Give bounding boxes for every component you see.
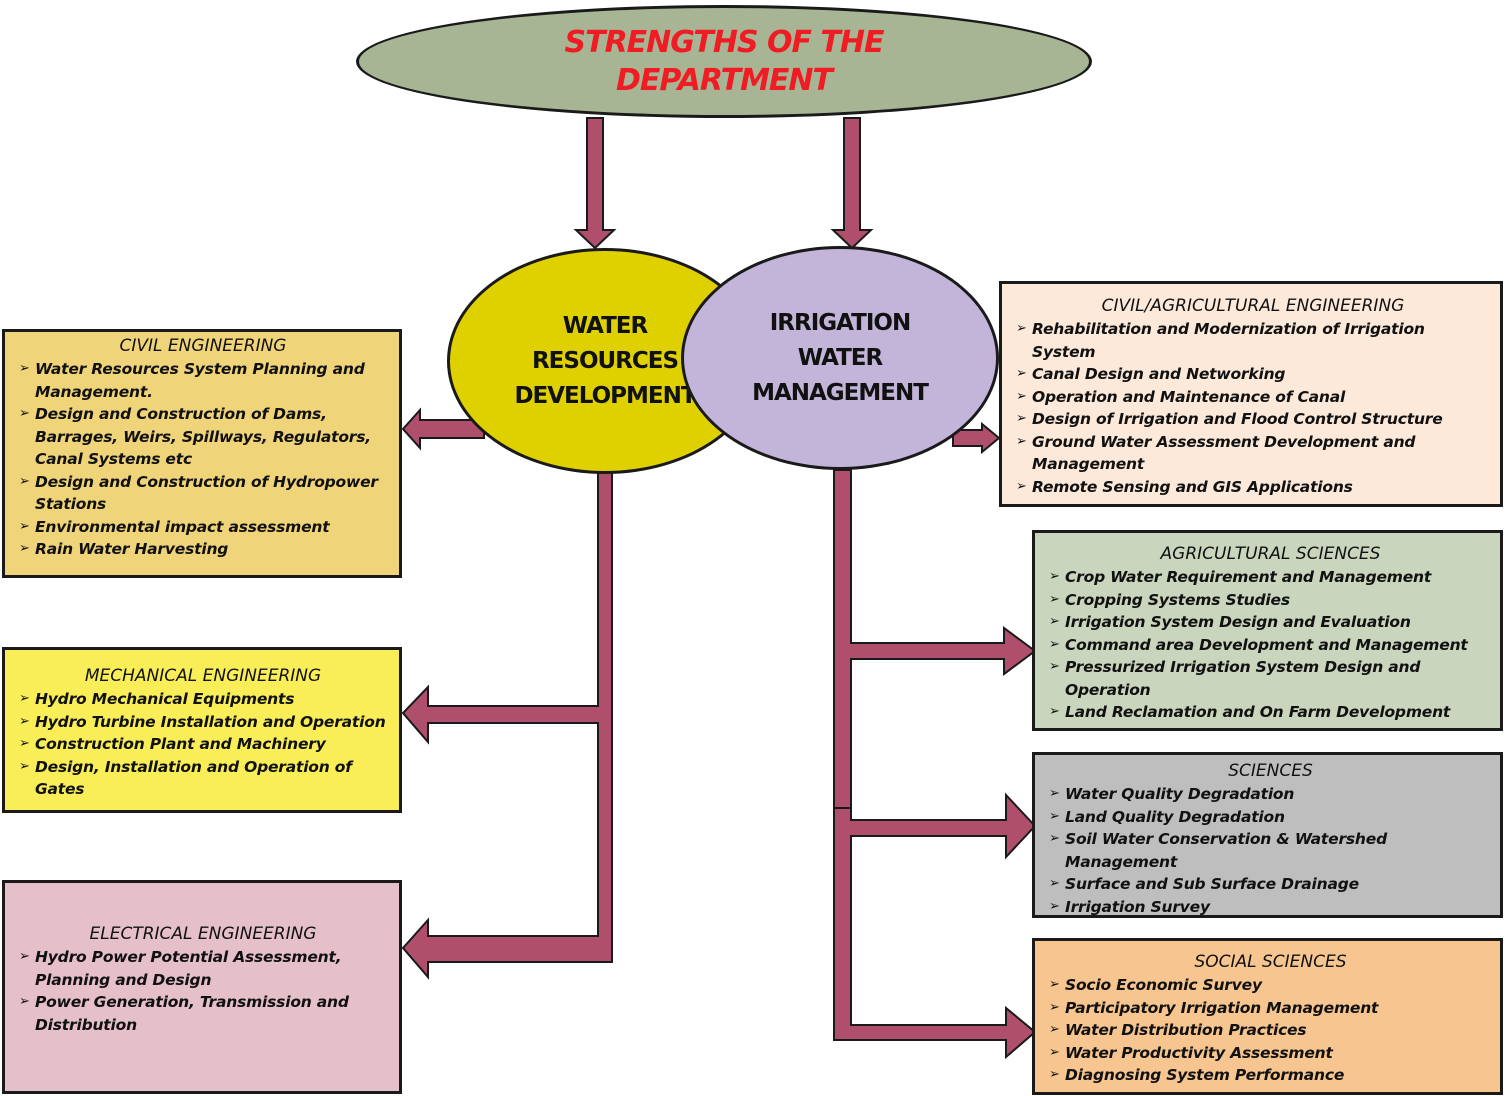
civil-agricultural-engineering-box: CIVIL/AGRICULTURAL ENGINEERING Rehabilit… [999, 281, 1503, 507]
list-item: Pressurized Irrigation System Design and… [1047, 656, 1494, 701]
list-item: Participatory Irrigation Management [1047, 997, 1494, 1020]
list-item: Water Distribution Practices [1047, 1019, 1494, 1042]
list-item: Hydro Turbine Installation and Operation [17, 711, 389, 734]
mechanical-engineering-box: MECHANICAL ENGINEERING Hydro Mechanical … [2, 647, 402, 813]
list-item: Surface and Sub Surface Drainage [1047, 873, 1494, 896]
list-item: Canal Design and Networking [1014, 363, 1492, 386]
box-title: AGRICULTURAL SCIENCES [1160, 544, 1381, 564]
list-item: Hydro Power Potential Assessment, Planni… [17, 946, 389, 991]
list-item: Design and Construction of Hydropower St… [17, 471, 389, 516]
social-sciences-box: SOCIAL SCIENCES Socio Economic Survey Pa… [1032, 938, 1503, 1095]
list-item: Irrigation System Design and Evaluation [1047, 611, 1494, 634]
list-item: Operation and Maintenance of Canal [1014, 386, 1492, 409]
arrow-to-agricultural [833, 469, 1037, 811]
title-line-1: STRENGTHS OF THE [564, 24, 885, 60]
irrigation-water-management-node: IRRIGATION WATER MANAGEMENT [681, 246, 999, 470]
hub-label: IRRIGATION [769, 309, 911, 336]
arrow-title-to-irrigation [830, 117, 874, 250]
hub-label: MANAGEMENT [752, 379, 929, 406]
box-title: CIVIL/AGRICULTURAL ENGINEERING [1101, 296, 1405, 316]
hub-label: DEVELOPMENT [514, 382, 696, 409]
list-item: Environmental impact assessment [17, 516, 389, 539]
box-title: SOCIAL SCIENCES [1194, 952, 1347, 972]
list-item: Land Quality Degradation [1047, 806, 1494, 829]
list-item: Rain Water Harvesting [17, 538, 389, 561]
list-item: Ground Water Assessment Development and … [1014, 431, 1492, 476]
list-item: Water Quality Degradation [1047, 783, 1494, 806]
list-item: Hydro Mechanical Equipments [17, 688, 389, 711]
list-item: Soil Water Conservation & Watershed Mana… [1047, 828, 1494, 873]
hub-label: WATER [797, 344, 883, 371]
list-item: Irrigation Survey [1047, 896, 1494, 919]
box-title: ELECTRICAL ENGINEERING [89, 924, 317, 944]
list-item: Rehabilitation and Modernization of Irri… [1014, 318, 1492, 363]
list-item: Design of Irrigation and Flood Control S… [1014, 408, 1492, 431]
list-item: Land Reclamation and On Farm Development [1047, 701, 1494, 724]
electrical-engineering-box: ELECTRICAL ENGINEERING Hydro Power Poten… [2, 880, 402, 1094]
arrow-title-to-water-resources [573, 117, 617, 250]
list-item: Construction Plant and Machinery [17, 733, 389, 756]
hub-label: WATER [562, 312, 648, 339]
arrow-to-mechanical-and-electrical [401, 469, 613, 980]
title-line-2: DEPARTMENT [616, 62, 833, 98]
civil-engineering-box: CIVIL ENGINEERING Water Resources System… [2, 329, 402, 578]
list-item: Cropping Systems Studies [1047, 589, 1494, 612]
list-item: Remote Sensing and GIS Applications [1014, 476, 1492, 499]
arrow-to-civil [401, 407, 485, 451]
list-item: Socio Economic Survey [1047, 974, 1494, 997]
title-oval: STRENGTHS OF THE DEPARTMENT [356, 5, 1092, 118]
list-item: Water Resources System Planning and Mana… [17, 358, 389, 403]
box-title: CIVIL ENGINEERING [119, 336, 287, 356]
list-item: Design and Construction of Dams, Barrage… [17, 403, 389, 471]
hub-label: RESOURCES [531, 347, 679, 374]
box-title: MECHANICAL ENGINEERING [84, 666, 322, 686]
list-item: Water Productivity Assessment [1047, 1042, 1494, 1065]
sciences-box: SCIENCES Water Quality Degradation Land … [1032, 752, 1503, 918]
list-item: Crop Water Requirement and Management [1047, 566, 1494, 589]
arrow-to-sciences-and-social [833, 792, 1037, 1060]
list-item: Power Generation, Transmission and Distr… [17, 991, 389, 1036]
list-item: Design, Installation and Operation of Ga… [17, 756, 389, 801]
arrow-to-civil-agricultural [952, 421, 1001, 455]
list-item: Diagnosing System Performance [1047, 1064, 1494, 1087]
agricultural-sciences-box: AGRICULTURAL SCIENCES Crop Water Require… [1032, 530, 1503, 731]
box-title: SCIENCES [1228, 761, 1313, 781]
list-item: Command area Development and Management [1047, 634, 1494, 657]
